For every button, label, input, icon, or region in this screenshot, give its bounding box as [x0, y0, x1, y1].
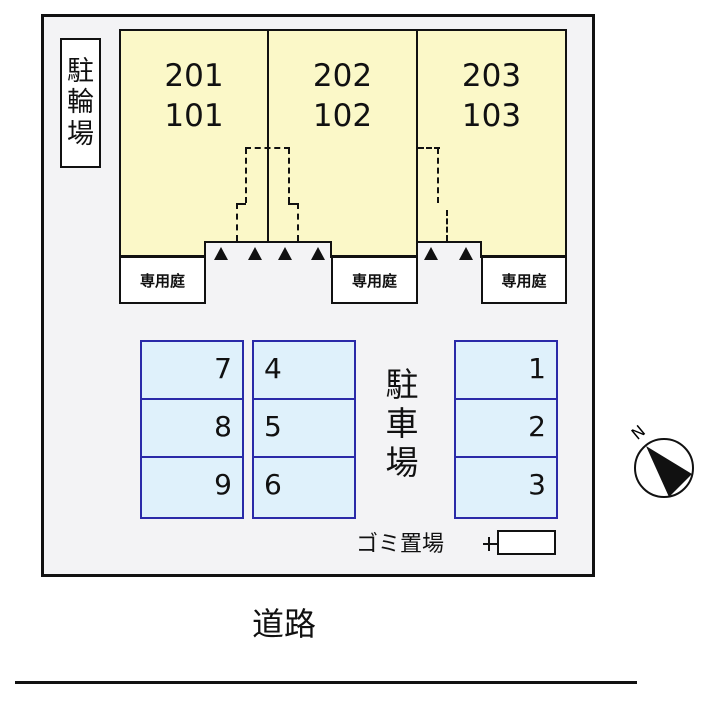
parking-space-6: 6 [264, 468, 282, 501]
entrance-triangle-icon [424, 247, 438, 260]
entrance-triangle-icon [278, 247, 292, 260]
parking-column-right: 1 2 3 [454, 340, 558, 519]
entrance-triangle-icon [311, 247, 325, 260]
entrance-triangle-icon [214, 247, 228, 260]
parking-space-2: 2 [456, 400, 556, 458]
bicycle-parking-label-char: 場 [67, 118, 94, 150]
stair-outline [245, 148, 247, 203]
entrance-triangle-icon [459, 247, 473, 260]
stair-outline [446, 210, 448, 241]
unit-number-upper: 203 [461, 58, 522, 94]
private-garden-label: 専用庭 [351, 271, 397, 290]
unit-number-upper: 202 [312, 58, 373, 94]
private-garden: 専用庭 [331, 256, 418, 304]
entrance-triangle-icon [248, 247, 262, 260]
parking-space-9: 9 [214, 468, 232, 501]
unit-201-101: 201 101 [119, 29, 269, 257]
stair-outline [245, 147, 290, 149]
parking-column-middle: 4 5 6 [252, 340, 356, 519]
unit-202-102: 202 102 [267, 29, 418, 257]
svg-text:N: N [628, 421, 649, 443]
stair-outline [297, 203, 299, 241]
parking-label-char: 駐 [385, 365, 419, 404]
bicycle-parking-label-char: 駐 [67, 56, 94, 88]
stair-outline [288, 203, 298, 205]
parking-space-8: 8 [142, 400, 242, 458]
garbage-area-label: ゴミ置場 [356, 532, 445, 557]
unit-number-lower: 103 [461, 98, 522, 134]
stair-outline [418, 147, 440, 149]
garbage-area [497, 530, 556, 555]
parking-space-1: 1 [456, 342, 556, 400]
stair-outline [288, 148, 290, 203]
stair-outline [437, 148, 439, 203]
unit-number-lower: 101 [164, 98, 224, 134]
parking-space-7: 7 [142, 342, 242, 400]
private-garden-label: 専用庭 [139, 271, 185, 290]
road-line [15, 681, 637, 684]
parking-space-3: 3 [528, 468, 546, 501]
bicycle-parking: 駐 輪 場 [60, 38, 101, 168]
bicycle-parking-label-char: 輪 [67, 87, 94, 119]
unit-203-103: 203 103 [416, 29, 567, 257]
road-label: 道路 [252, 605, 317, 643]
stair-outline [236, 203, 238, 241]
unit-number-upper: 201 [164, 58, 224, 94]
compass-north-icon: N [626, 418, 696, 498]
parking-label-char: 場 [385, 442, 419, 482]
entrance-notch [204, 241, 332, 258]
garbage-area-leader [483, 543, 497, 545]
private-garden: 専用庭 [119, 256, 206, 304]
unit-number-lower: 102 [312, 98, 373, 134]
parking-column-left: 7 8 9 [140, 340, 244, 519]
private-garden: 専用庭 [481, 256, 567, 304]
parking-label: 駐 車 場 [380, 365, 424, 483]
parking-space-4: 4 [254, 342, 354, 400]
private-garden-label: 専用庭 [501, 271, 547, 290]
parking-space-5: 5 [254, 400, 354, 458]
stair-outline [236, 203, 246, 205]
parking-label-char: 車 [385, 403, 419, 443]
